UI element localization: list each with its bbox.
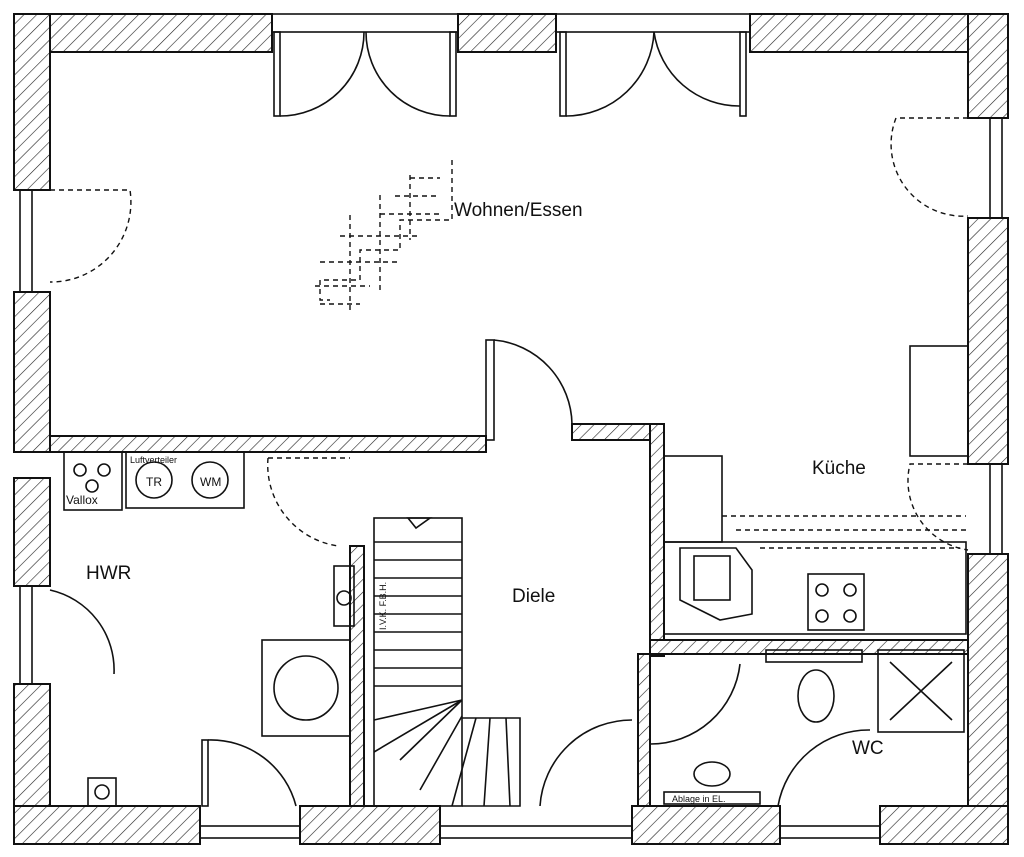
- washer-label: WM: [200, 475, 221, 489]
- air-distributor-label: Luftverteiler: [130, 455, 177, 465]
- stair-projection: [315, 160, 453, 310]
- wall-chase-label: I.V.K. F.B.H.: [378, 582, 388, 630]
- staircase[interactable]: [373, 517, 521, 807]
- room-label-living: Wohnen/Essen: [454, 200, 583, 221]
- utility-fixtures: [63, 451, 355, 807]
- exterior-walls: [13, 13, 1009, 845]
- room-label-hall: Diele: [512, 586, 555, 607]
- kitchen-fixtures: [663, 345, 969, 635]
- dryer-label: TR: [146, 475, 162, 489]
- interior-walls: [49, 423, 969, 807]
- windows: [19, 13, 1003, 839]
- wc-fixtures: [663, 649, 965, 805]
- shelf-label: Ablage in EL.: [672, 794, 726, 804]
- door-swings: [49, 31, 969, 807]
- room-label-kitchen: Küche: [812, 458, 866, 479]
- room-label-wc: WC: [852, 738, 884, 759]
- vallox-label: Vallox: [66, 493, 98, 507]
- room-label-utility: HWR: [86, 563, 131, 584]
